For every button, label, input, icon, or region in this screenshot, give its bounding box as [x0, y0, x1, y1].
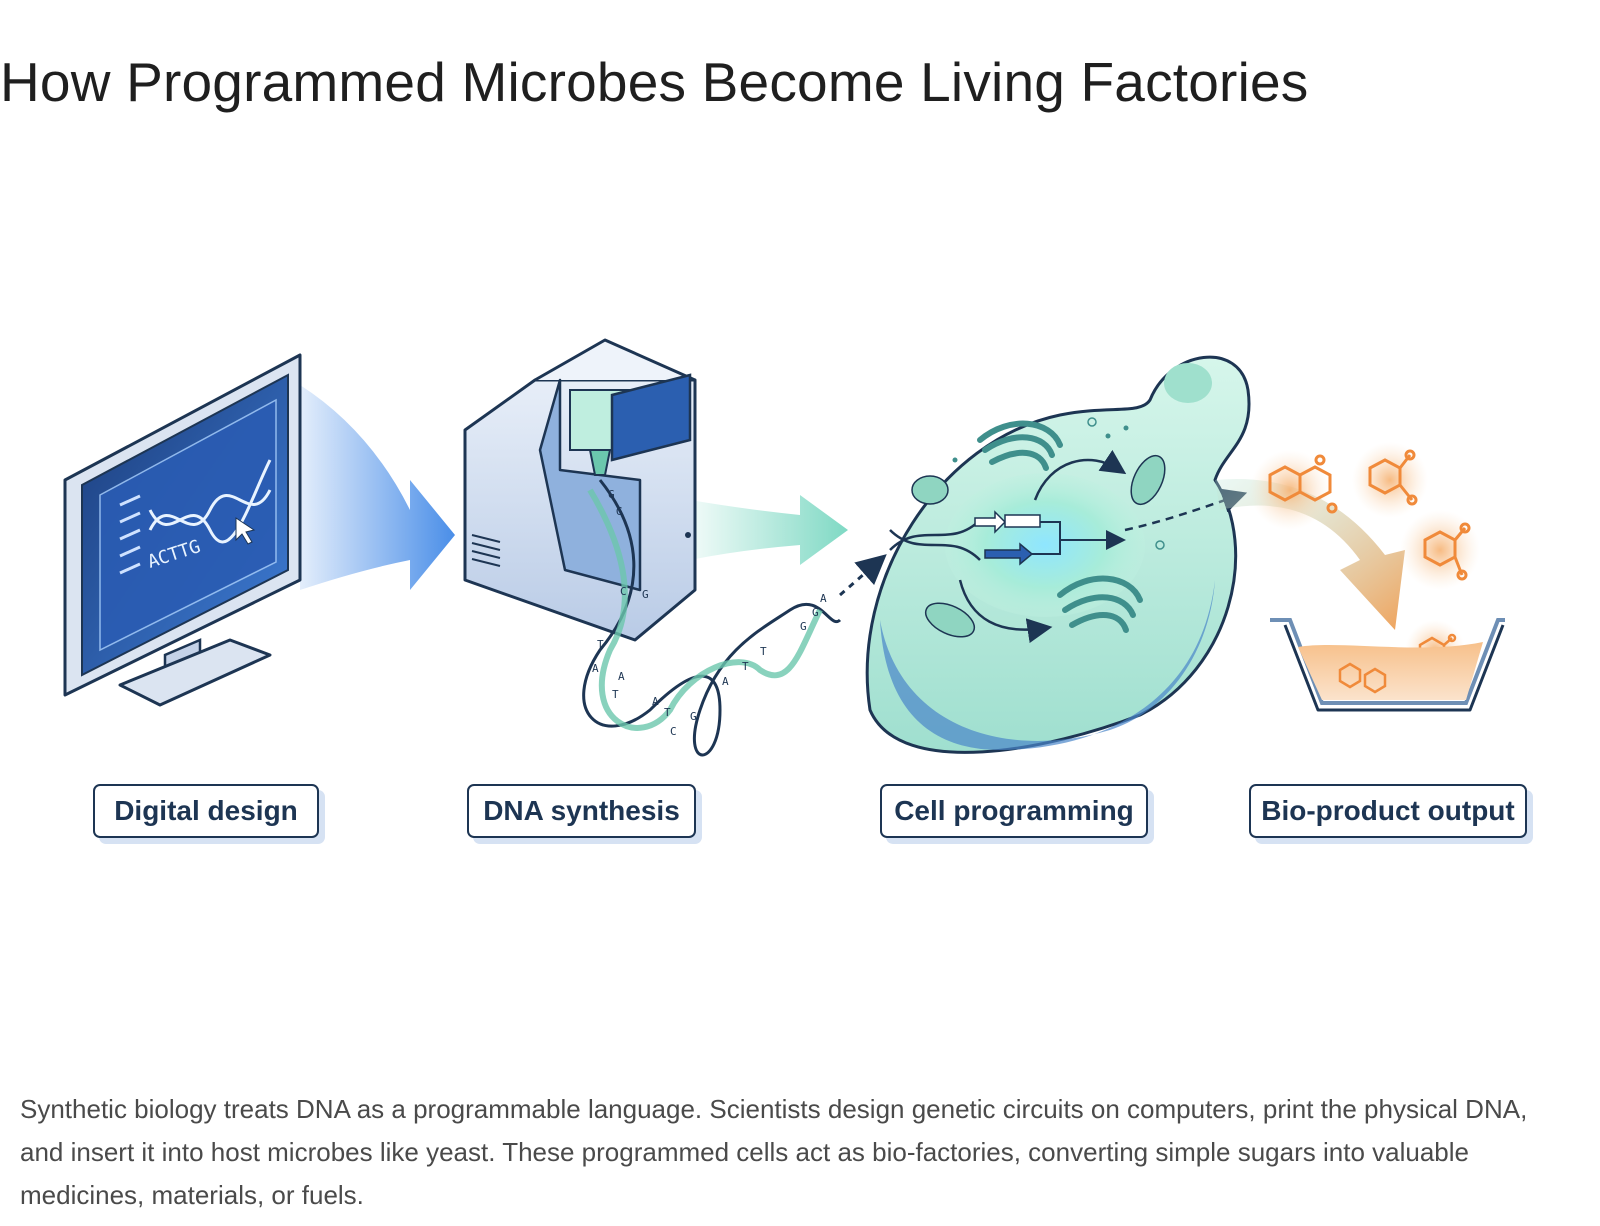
dna-letter: T	[612, 688, 619, 701]
teal-flow-arrow	[690, 495, 848, 565]
dna-letter: A	[652, 695, 659, 708]
dna-letter: G	[642, 588, 649, 601]
stage-label-cell-programming: Cell programming	[880, 784, 1148, 838]
dna-letter: G	[812, 606, 819, 619]
diagram-illustration: ACTTG G G C G	[0, 150, 1600, 1050]
dna-synthesizer-machine	[465, 340, 695, 640]
blue-flow-arrow	[300, 385, 455, 590]
stage-label-bio-product-output: Bio-product output	[1249, 784, 1527, 838]
dna-letter: T	[597, 638, 604, 651]
dna-letter: C	[670, 725, 677, 738]
dna-letter: G	[608, 488, 615, 501]
stage-label-digital-design: Digital design	[93, 784, 319, 838]
diagram-figure: ACTTG G G C G	[0, 150, 1600, 1050]
dna-letter: G	[690, 710, 697, 723]
caption-text: Synthetic biology treats DNA as a progra…	[20, 1088, 1565, 1217]
collection-tray	[1270, 620, 1505, 710]
dna-letter: A	[722, 675, 729, 688]
computer-monitor-icon: ACTTG	[65, 355, 300, 705]
dna-letter: T	[760, 645, 767, 658]
stage-label-dna-synthesis: DNA synthesis	[467, 784, 696, 838]
page-title: How Programmed Microbes Become Living Fa…	[0, 52, 1308, 113]
dna-letter: A	[592, 662, 599, 675]
dna-letter: G	[616, 505, 623, 518]
dna-letter: C	[620, 585, 627, 598]
dna-letter: G	[800, 620, 807, 633]
dna-letter: T	[742, 660, 749, 673]
yeast-cell-illustration	[867, 357, 1249, 752]
dna-letter: T	[664, 706, 671, 719]
dna-letter: A	[618, 670, 625, 683]
dna-letter: A	[820, 592, 827, 605]
